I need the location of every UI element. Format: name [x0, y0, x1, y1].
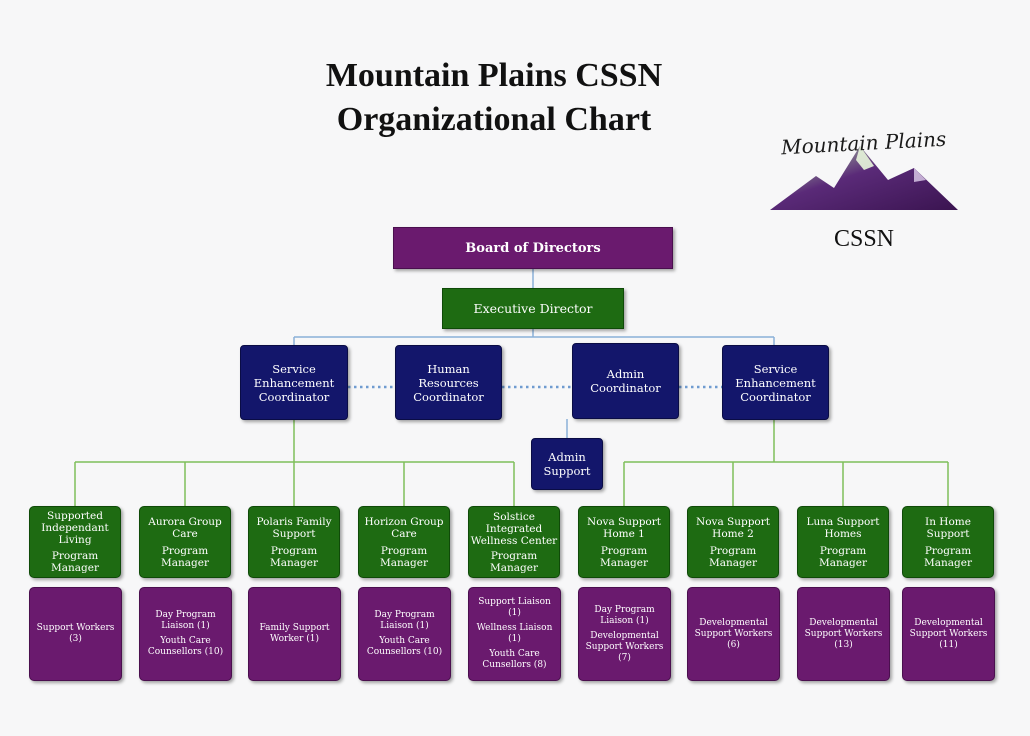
program-box: Nova Support Home 2 Program Manager	[687, 506, 779, 578]
service-enhancement-coordinator-right-box: Service Enhancement Coordinator	[722, 345, 829, 420]
program-role: Program Manager	[924, 544, 972, 569]
board-label: Board of Directors	[465, 240, 601, 256]
program-box: Nova Support Home 1 Program Manager	[578, 506, 670, 578]
program-name: Horizon Group Care	[364, 515, 444, 540]
executive-label: Executive Director	[473, 301, 593, 316]
staff-box: Developmental Support Workers (11)	[902, 587, 995, 681]
logo-sub-text: CSSN	[834, 226, 894, 252]
staff-line: Developmental Support Workers (11)	[909, 617, 988, 650]
staff-line: Day Program Liaison (1)	[155, 610, 216, 631]
program-name: Supported Independant Living	[41, 510, 109, 546]
program-role: Program Manager	[490, 549, 538, 574]
program-name: Aurora Group Care	[148, 515, 222, 540]
board-of-directors-box: Board of Directors	[393, 227, 673, 269]
mountain-logo-icon: Mountain Plains CSSN	[764, 118, 964, 253]
staff-box: Developmental Support Workers (13)	[797, 587, 890, 681]
staff-box: Developmental Support Workers (6)	[687, 587, 780, 681]
program-box: Horizon Group Care Program Manager	[358, 506, 450, 578]
executive-director-box: Executive Director	[442, 288, 624, 329]
program-role: Program Manager	[161, 544, 209, 569]
staff-box: Day Program Liaison (1) Youth Care Couns…	[139, 587, 232, 681]
coordinator-label: Service Enhancement Coordinator	[735, 361, 816, 404]
title-line-2: Organizational Chart	[336, 101, 652, 138]
staff-line: Day Program Liaison (1)	[594, 604, 655, 626]
program-name: Polaris Family Support	[256, 515, 332, 540]
staff-box: Day Program Liaison (1) Developmental Su…	[578, 587, 671, 681]
program-box: Polaris Family Support Program Manager	[248, 506, 340, 578]
program-role: Program Manager	[600, 544, 648, 569]
staff-line: Youth Care Counsellors (10)	[366, 636, 443, 657]
program-role: Program Manager	[819, 544, 867, 569]
title-line-1: Mountain Plains CSSN	[325, 57, 663, 94]
program-name: In Home Support	[925, 515, 971, 540]
program-name: Solstice Integrated Wellness Center	[470, 510, 558, 547]
program-box: Aurora Group Care Program Manager	[139, 506, 231, 578]
program-box: In Home Support Program Manager	[902, 506, 994, 578]
staff-box: Support Workers (3)	[29, 587, 122, 681]
coordinator-label: Human Resources Coordinator	[413, 361, 484, 404]
program-box: Solstice Integrated Wellness Center Prog…	[468, 506, 560, 578]
staff-line: Youth Care Cunsellors (8)	[482, 649, 547, 670]
service-enhancement-coordinator-left-box: Service Enhancement Coordinator	[240, 345, 348, 420]
chart-title: Mountain Plains CSSN Organizational Char…	[254, 54, 734, 142]
coordinator-label: Admin Coordinator	[590, 367, 661, 395]
program-name: Nova Support Home 1	[587, 515, 661, 540]
staff-line: Developmental Support Workers (7)	[585, 630, 664, 663]
staff-line: Support Workers (3)	[36, 623, 115, 644]
program-box: Supported Independant Living Program Man…	[29, 506, 121, 578]
staff-line: Developmental Support Workers (6)	[694, 617, 773, 650]
program-role: Program Manager	[380, 544, 428, 569]
staff-box: Support Liaison (1) Wellness Liaison (1)…	[468, 587, 561, 681]
admin-coordinator-box: Admin Coordinator	[572, 343, 679, 419]
admin-support-label: Admin Support	[543, 450, 591, 478]
admin-support-box: Admin Support	[531, 438, 603, 490]
hr-coordinator-box: Human Resources Coordinator	[395, 345, 502, 420]
coordinator-label: Service Enhancement Coordinator	[253, 361, 335, 404]
program-box: Luna Support Homes Program Manager	[797, 506, 889, 578]
program-role: Program Manager	[51, 550, 99, 574]
staff-line: Developmental Support Workers (13)	[804, 617, 883, 650]
program-name: Nova Support Home 2	[696, 515, 770, 540]
staff-line: Support Liaison (1)	[478, 597, 551, 618]
staff-line: Family Support Worker (1)	[259, 623, 330, 644]
program-role: Program Manager	[270, 544, 318, 569]
staff-box: Day Program Liaison (1) Youth Care Couns…	[358, 587, 451, 681]
program-name: Luna Support Homes	[806, 515, 880, 540]
staff-line: Day Program Liaison (1)	[374, 610, 435, 631]
staff-line: Wellness Liaison (1)	[476, 623, 553, 644]
program-role: Program Manager	[709, 544, 757, 569]
staff-line: Youth Care Counsellors (10)	[147, 636, 224, 657]
staff-box: Family Support Worker (1)	[248, 587, 341, 681]
